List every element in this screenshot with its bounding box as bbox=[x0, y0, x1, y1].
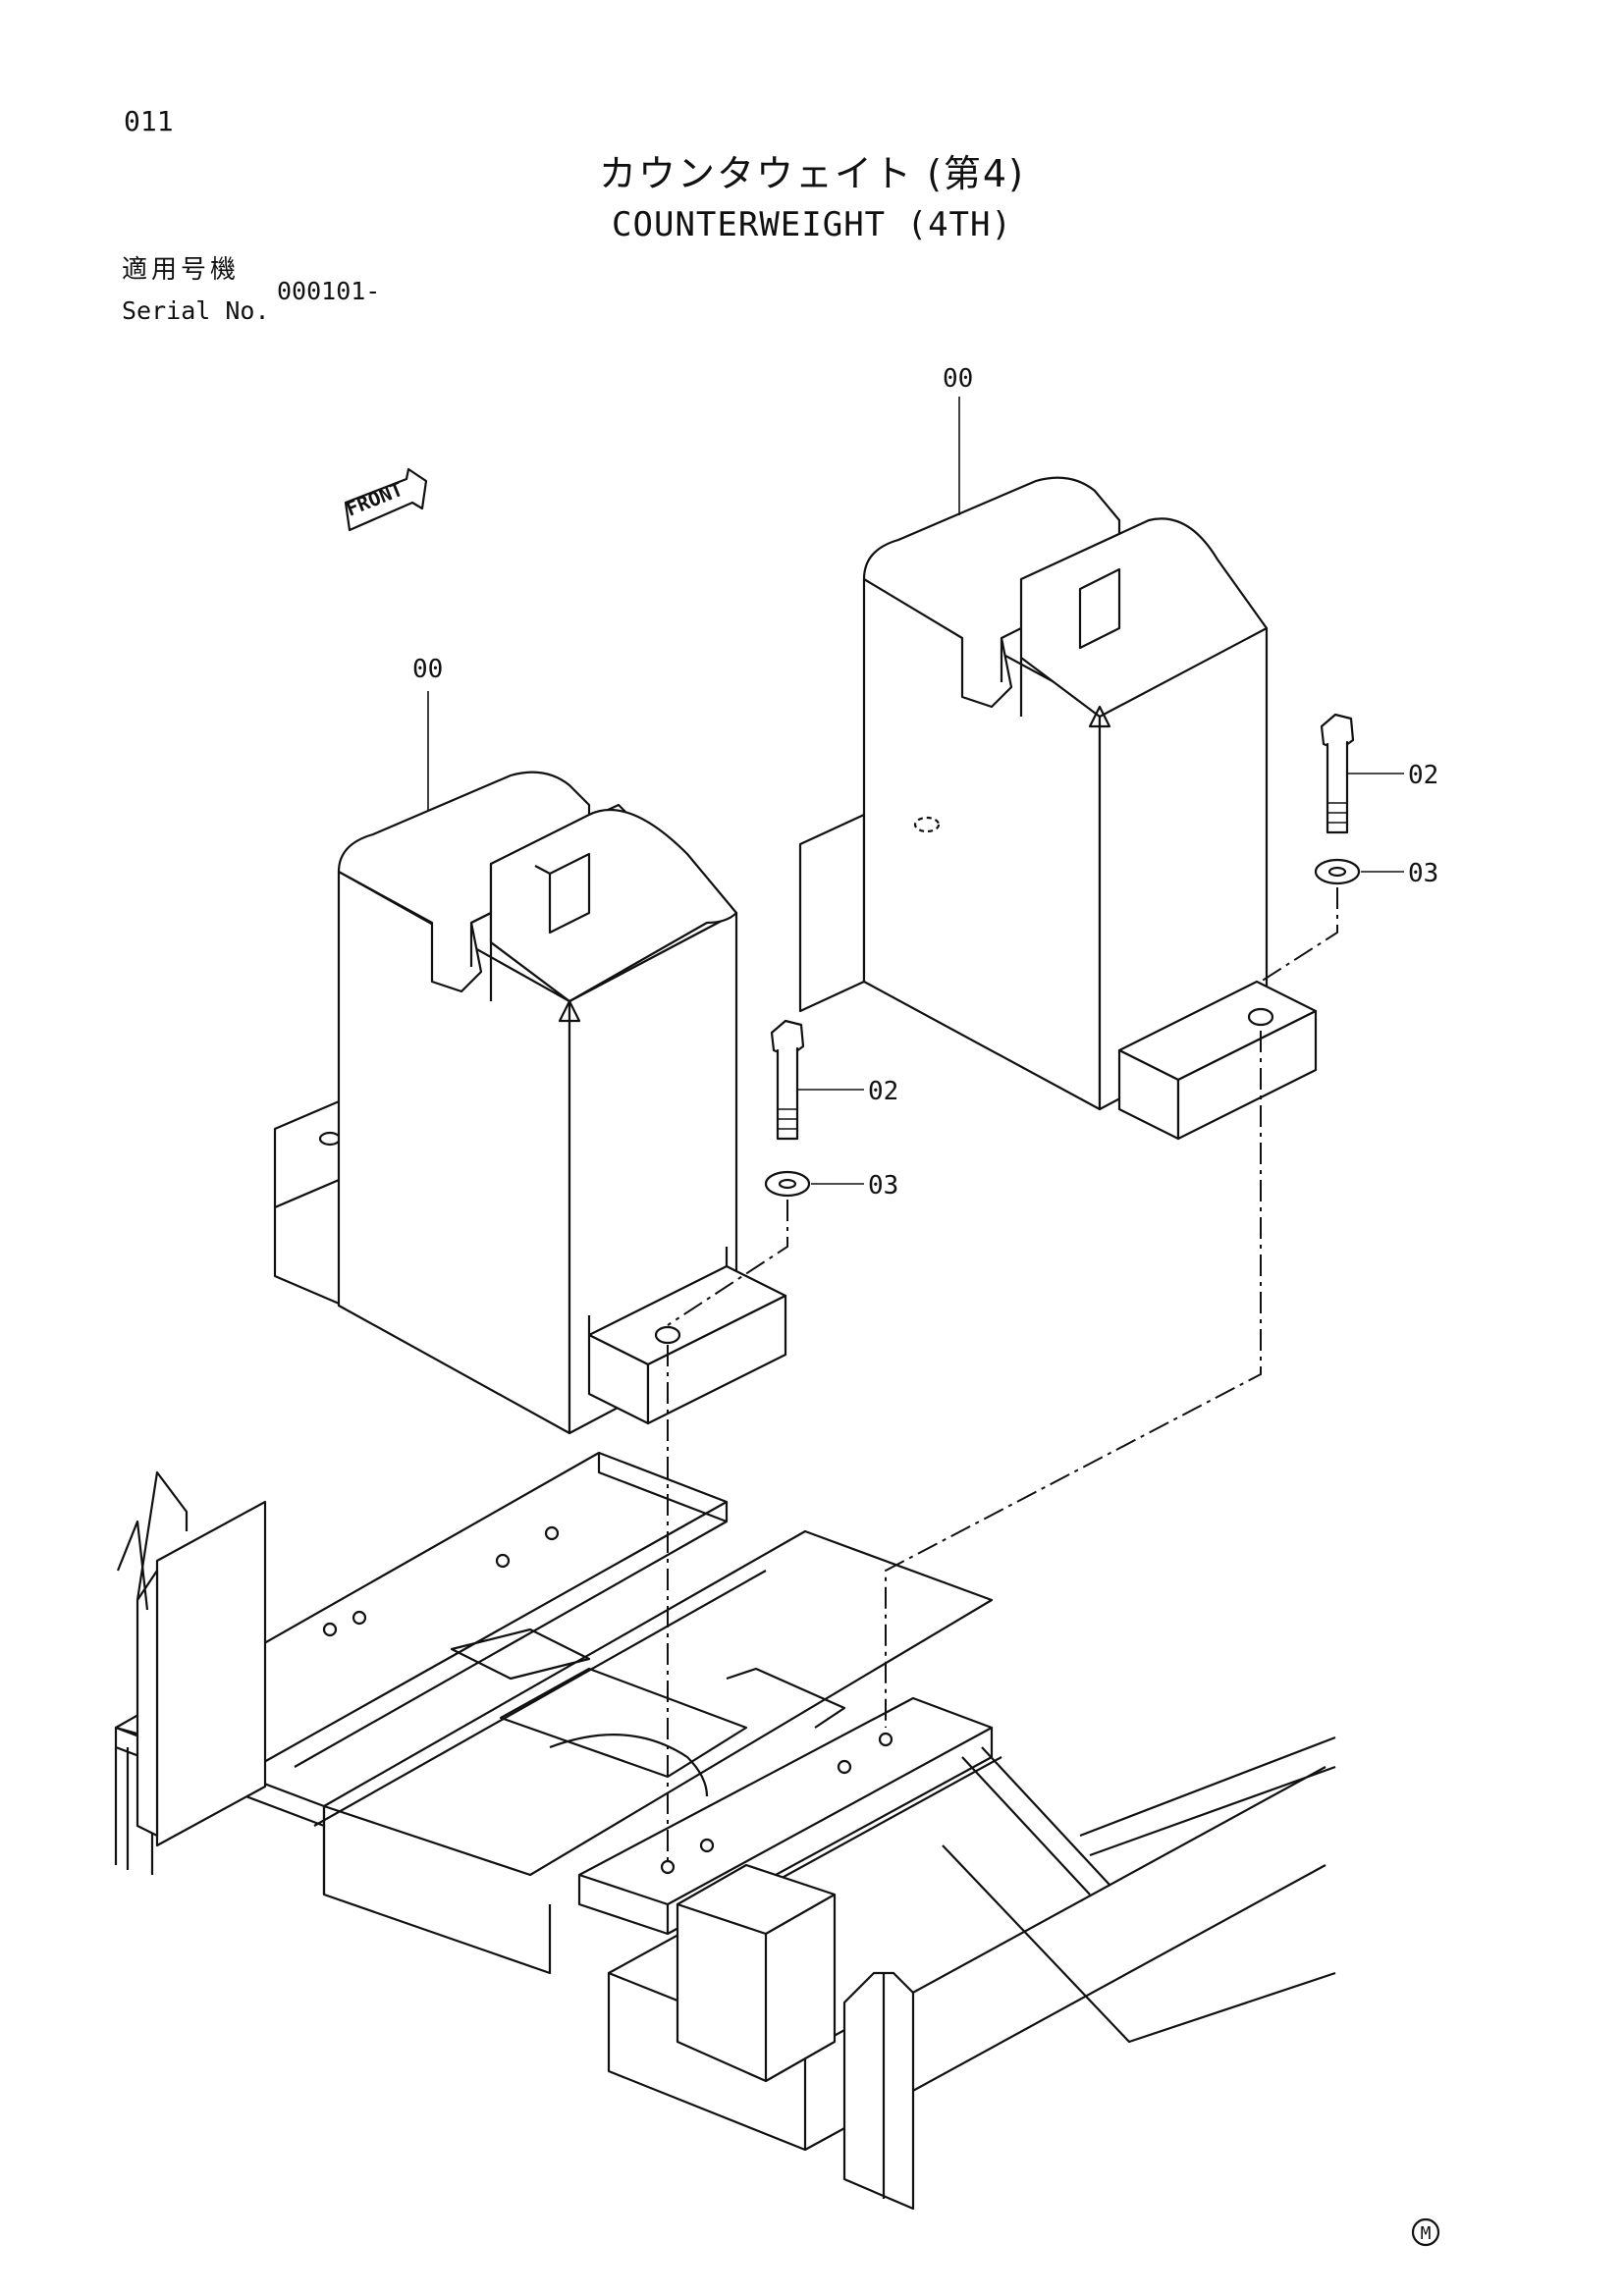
serial-label-english: Serial No. bbox=[122, 296, 270, 325]
serial-number-value: 000101- bbox=[277, 277, 381, 305]
callout-bolt-right: 02 bbox=[1408, 761, 1438, 790]
frame-structure bbox=[114, 1451, 1336, 2211]
circled-m-mark: M bbox=[1411, 2217, 1440, 2247]
washer-right bbox=[1314, 858, 1361, 885]
bolt-right bbox=[1320, 713, 1355, 834]
callout-washer-right: 03 bbox=[1408, 859, 1438, 888]
serial-label-japanese: 適用号機 bbox=[122, 255, 241, 285]
counterweight-right bbox=[798, 476, 1318, 1141]
page-number: 011 bbox=[124, 105, 174, 137]
washer-left bbox=[764, 1170, 811, 1198]
mark-letter: M bbox=[1421, 2223, 1432, 2244]
page-title-japanese: カウンタウェイト (第4) bbox=[599, 152, 1025, 195]
callout-washer-left: 03 bbox=[868, 1171, 898, 1201]
assembly-centerlines bbox=[667, 887, 1338, 1865]
front-arrow-icon: FRONT bbox=[343, 467, 428, 532]
callout-bolt-left: 02 bbox=[868, 1077, 898, 1106]
leader-lines bbox=[427, 397, 1404, 1185]
callout-counterweight-right: 00 bbox=[943, 364, 973, 394]
front-label: FRONT bbox=[343, 477, 406, 521]
page-title-english: COUNTERWEIGHT (4TH) bbox=[612, 205, 1012, 244]
counterweight-left bbox=[273, 771, 787, 1435]
bolt-left bbox=[770, 1019, 805, 1141]
callout-counterweight-left: 00 bbox=[412, 655, 443, 684]
